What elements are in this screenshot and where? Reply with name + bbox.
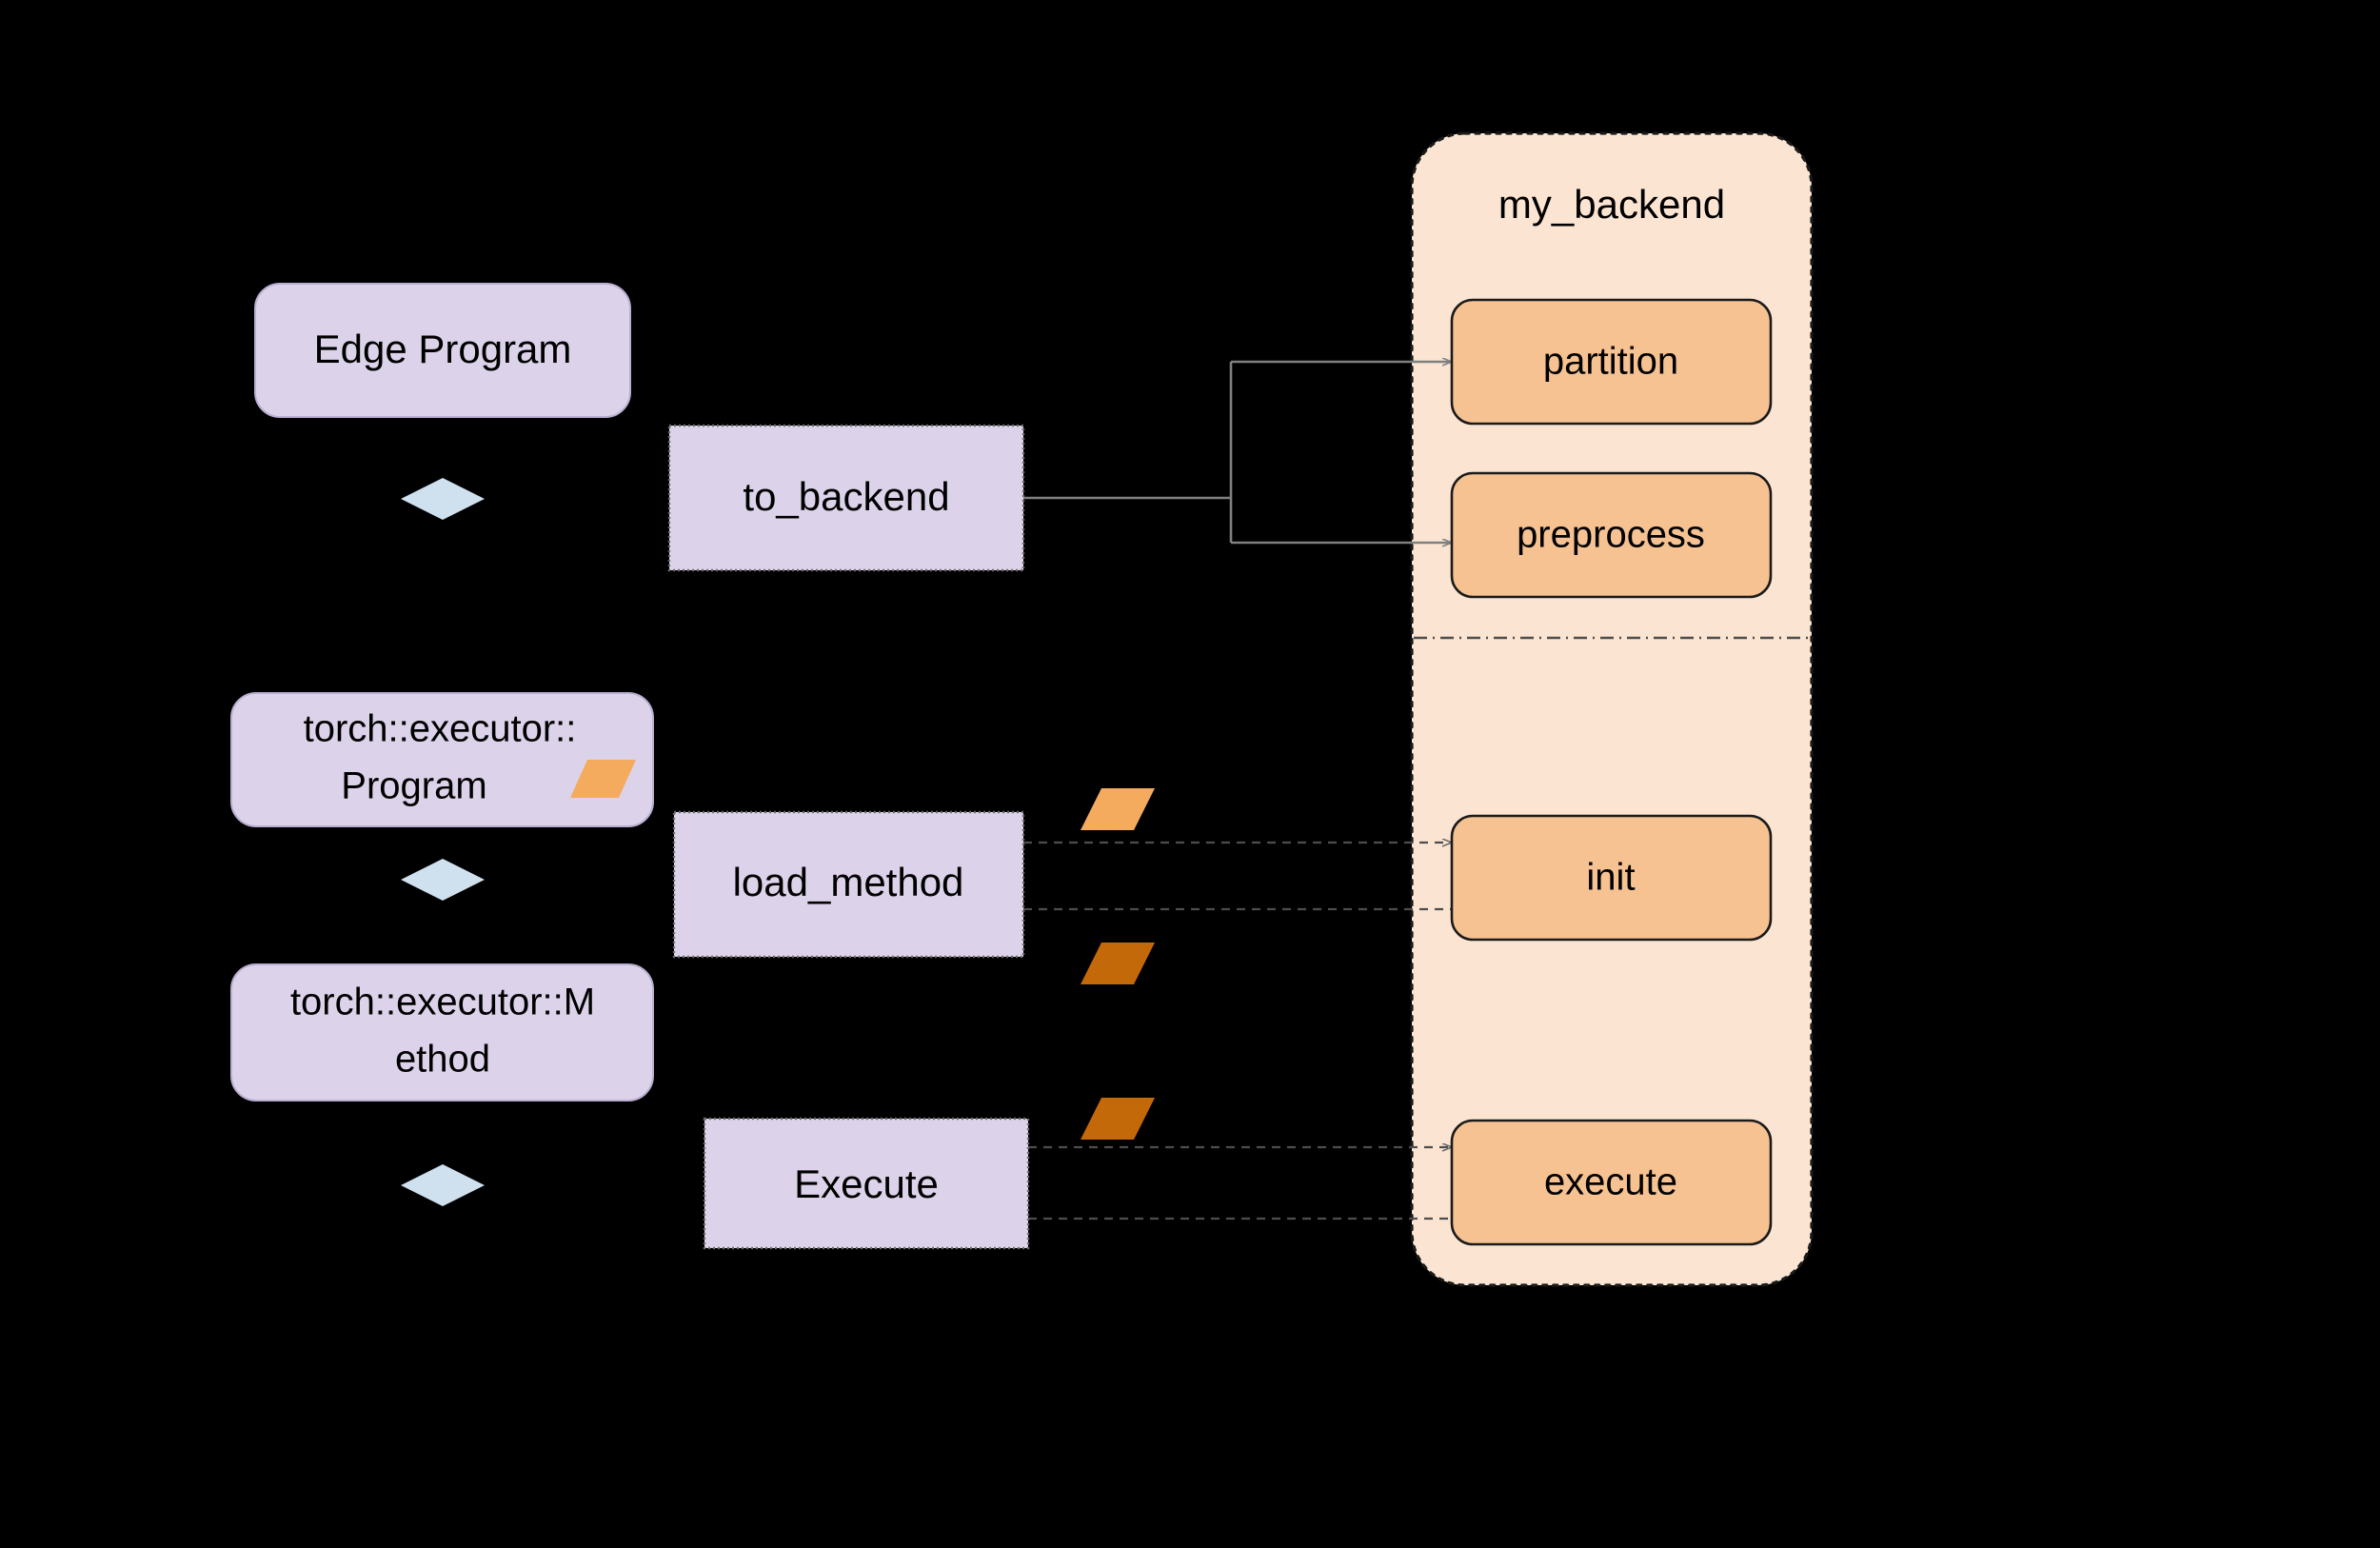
backend-method-execute[interactable]: execute xyxy=(1450,1119,1773,1246)
diamond-program-to-method xyxy=(401,859,485,901)
node-execute[interactable]: Execute xyxy=(703,1117,1030,1250)
parallelogram-program-inline-icon xyxy=(570,760,636,798)
init-box[interactable] xyxy=(1450,814,1773,942)
edge-program-box[interactable] xyxy=(254,283,631,418)
partition-label: partition xyxy=(1543,341,1678,383)
executor-program-label-line2: Program xyxy=(341,765,486,807)
to-backend-box[interactable] xyxy=(667,424,1025,572)
backend-method-init[interactable]: init xyxy=(1450,814,1773,942)
executor-method-label-line1: torch::executor::M xyxy=(290,982,595,1023)
node-executor-method[interactable]: torch::executor::M ethod xyxy=(230,963,654,1101)
diamond-method-to-execute xyxy=(401,1164,485,1206)
init-label: init xyxy=(1586,857,1635,899)
backend-method-preprocess[interactable]: preprocess xyxy=(1450,471,1773,599)
load-method-label: load_method xyxy=(733,860,964,904)
load-method-box[interactable] xyxy=(672,810,1025,959)
executor-method-label-line2: ethod xyxy=(395,1039,490,1081)
execute-node-box[interactable] xyxy=(703,1117,1030,1250)
connector-load-method-init xyxy=(1023,843,1452,911)
parallelogram-lower xyxy=(1081,1098,1155,1140)
executor-program-box[interactable] xyxy=(230,692,654,827)
backend-method-partition[interactable]: partition xyxy=(1450,298,1773,426)
execute-label: execute xyxy=(1544,1161,1677,1203)
edge-program-label: Edge Program xyxy=(314,327,572,371)
execute-node-label: Execute xyxy=(794,1161,939,1206)
my-backend-title: my_backend xyxy=(1498,182,1725,227)
execute-box[interactable] xyxy=(1450,1119,1773,1246)
node-edge-program[interactable]: Edge Program xyxy=(254,283,631,418)
parallelogram-dark-icon xyxy=(1081,1098,1155,1140)
diamond-icon xyxy=(401,478,485,520)
parallelogram-middle xyxy=(1081,943,1155,984)
executor-program-label-line1: torch::executor:: xyxy=(304,708,577,750)
parallelogram-dark-icon xyxy=(1081,943,1155,984)
parallelogram-upper xyxy=(1081,788,1155,830)
connector-execute-backend-execute xyxy=(1028,1147,1452,1221)
node-load-method[interactable]: load_method xyxy=(672,810,1025,959)
diamond-icon xyxy=(401,859,485,901)
executor-method-box[interactable] xyxy=(230,963,654,1101)
preprocess-label: preprocess xyxy=(1517,514,1705,556)
node-executor-program[interactable]: torch::executor:: Program xyxy=(230,692,654,827)
partition-box[interactable] xyxy=(1450,298,1773,426)
node-to-backend[interactable]: to_backend xyxy=(667,424,1025,572)
preprocess-box[interactable] xyxy=(1450,471,1773,599)
parallelogram-light-icon xyxy=(1081,788,1155,830)
to-backend-label: to_backend xyxy=(743,474,949,519)
diamond-icon xyxy=(401,1164,485,1206)
diamond-edge-to-program xyxy=(401,478,485,520)
connector-to-backend-branch xyxy=(1023,362,1452,543)
